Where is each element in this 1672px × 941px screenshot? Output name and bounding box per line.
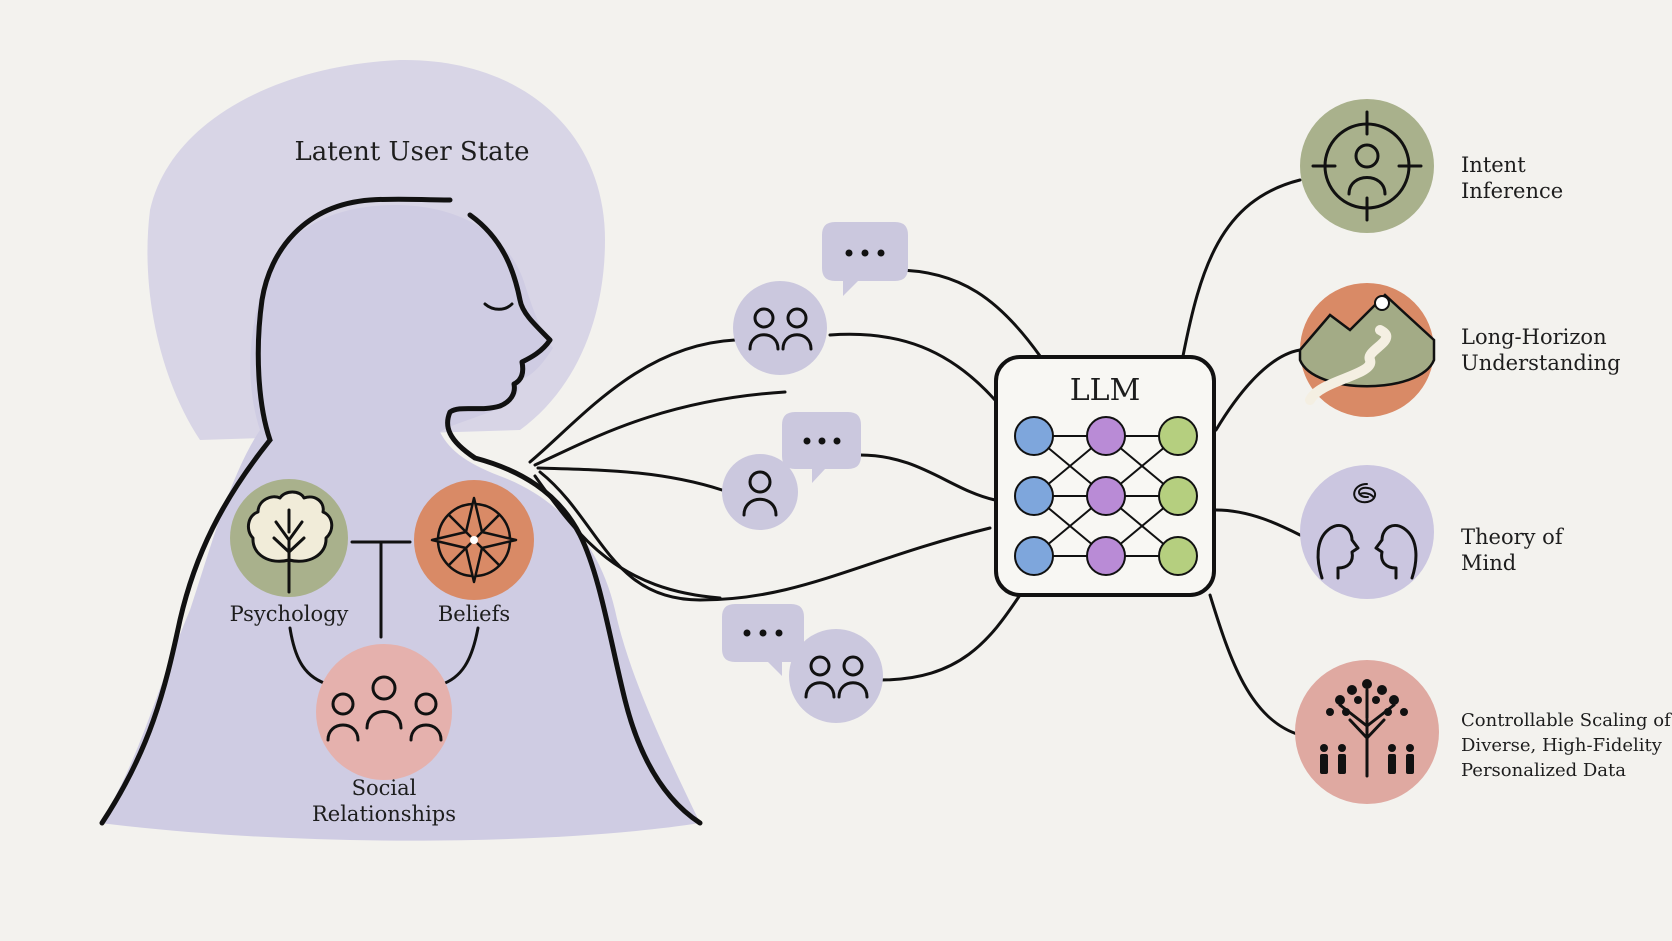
capability-intent: Intent Inference	[1300, 99, 1563, 233]
hills	[1298, 293, 1436, 388]
theory-of-mind-label-line2: Mind	[1461, 551, 1516, 575]
long-horizon-label-line2: Understanding	[1461, 351, 1621, 375]
tree-people-icon	[1320, 679, 1414, 778]
llm-label: LLM	[1070, 373, 1141, 408]
social-label-line2: Relationships	[312, 802, 456, 826]
user-silhouette: Latent User State	[99, 59, 703, 841]
intent-label-line1: Intent	[1461, 153, 1526, 177]
svg-text:Controllable Scaling of: Controllable Scaling of Diverse, High-Fi…	[1461, 710, 1672, 781]
two-people-icon	[748, 307, 813, 351]
winding-path-icon	[1305, 325, 1392, 405]
ellipsis-icon	[845, 249, 885, 257]
long-horizon-label-line1: Long-Horizon	[1461, 325, 1607, 349]
psychology-node: Psychology	[230, 479, 349, 626]
output-lines	[1181, 178, 1302, 737]
chat-bubble-3	[722, 604, 804, 676]
avatar-pair-2	[789, 629, 883, 723]
chat-bubble-2	[782, 412, 861, 483]
face-profile	[445, 212, 703, 826]
llm-box: LLM	[994, 355, 1216, 597]
avatar-pair-1	[733, 281, 827, 375]
capability-long-horizon: Long-Horizon Understanding	[1298, 283, 1621, 417]
people-group-icon	[326, 675, 443, 742]
capability-scaling: Controllable Scaling of Diverse, High-Fi…	[1295, 660, 1672, 804]
closed-eye	[483, 302, 514, 311]
scaling-label-line3: Personalized Data	[1461, 760, 1626, 781]
compass-icon	[430, 496, 518, 584]
ellipsis-icon	[803, 437, 841, 445]
silhouette-body	[100, 205, 700, 841]
scaling-label-line2: Diverse, High-Fidelity	[1461, 735, 1663, 756]
two-people-icon	[804, 655, 869, 699]
svg-text:Intent Inference: Intent Inference	[1461, 153, 1563, 203]
silhouette-outline	[99, 196, 453, 826]
two-faces-icon	[1316, 483, 1418, 580]
beliefs-node: Beliefs	[414, 480, 534, 626]
svg-text:Long-Horizon Understandi: Long-Horizon Understanding	[1461, 325, 1621, 375]
avatar-single	[722, 454, 798, 530]
flow-lines	[528, 268, 1042, 682]
sun-icon	[1374, 295, 1390, 311]
capability-theory-of-mind: Theory of Mind	[1300, 465, 1569, 599]
beliefs-label: Beliefs	[438, 602, 510, 626]
intent-label-line2: Inference	[1461, 179, 1563, 203]
theory-of-mind-label-line1: Theory of	[1461, 525, 1565, 549]
social-node: Social Relationships	[312, 644, 456, 826]
chat-bubble-1	[822, 222, 908, 296]
network-nodes	[1014, 416, 1198, 576]
person-icon	[742, 470, 778, 517]
psychology-label: Psychology	[230, 602, 349, 626]
brain-tree-icon	[246, 490, 334, 594]
svg-text:Theory of Mind: Theory of Mind	[1461, 525, 1569, 575]
silhouette-title: Latent User State	[295, 137, 530, 167]
target-person-icon	[1311, 110, 1423, 222]
scaling-label-line1: Controllable Scaling of	[1461, 710, 1672, 731]
ellipsis-icon	[743, 629, 783, 637]
social-label-line1: Social	[352, 776, 417, 800]
